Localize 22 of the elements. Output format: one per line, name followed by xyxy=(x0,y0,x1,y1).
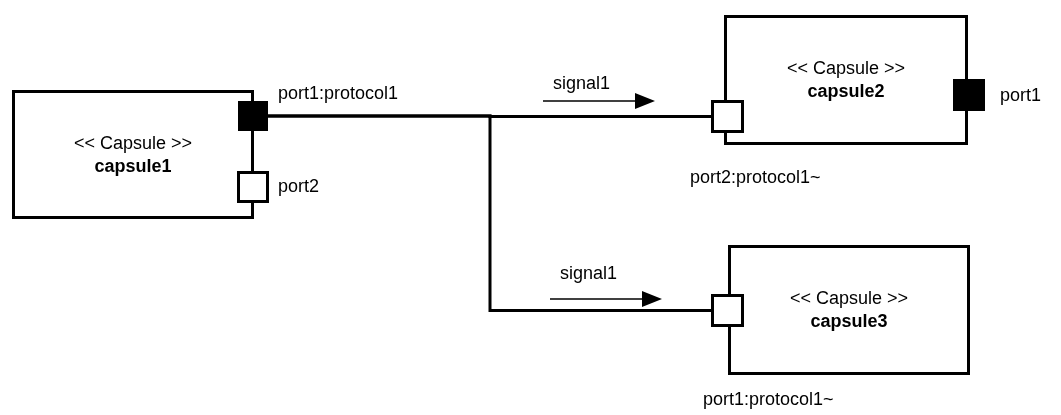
port-square xyxy=(238,101,268,131)
capsule-box xyxy=(728,245,970,375)
capsule-name: capsule2 xyxy=(807,80,885,103)
capsule-box xyxy=(12,90,254,219)
edge-label: signal1 xyxy=(553,73,611,93)
stereotype-label: << Capsule >> xyxy=(789,287,909,310)
capsule-box xyxy=(724,15,968,145)
port-label: port1:protocol1 xyxy=(278,83,399,103)
port-label: port2:protocol1~ xyxy=(690,167,821,187)
port-square xyxy=(711,100,744,133)
capsule-name: capsule1 xyxy=(94,154,172,178)
port-square xyxy=(953,79,985,111)
stereotype-label: << Capsule >> xyxy=(786,57,906,80)
port-label: port1:protocol1~ xyxy=(703,389,834,409)
port-square xyxy=(711,294,744,327)
edge-label: signal1 xyxy=(560,263,618,283)
port-square xyxy=(237,171,269,203)
connector-line xyxy=(268,114,711,312)
stereotype-label: << Capsule >> xyxy=(73,131,193,155)
port-label: port1 xyxy=(1000,85,1042,105)
capsule-name: capsule3 xyxy=(810,310,888,333)
port-label: port2 xyxy=(278,176,320,196)
